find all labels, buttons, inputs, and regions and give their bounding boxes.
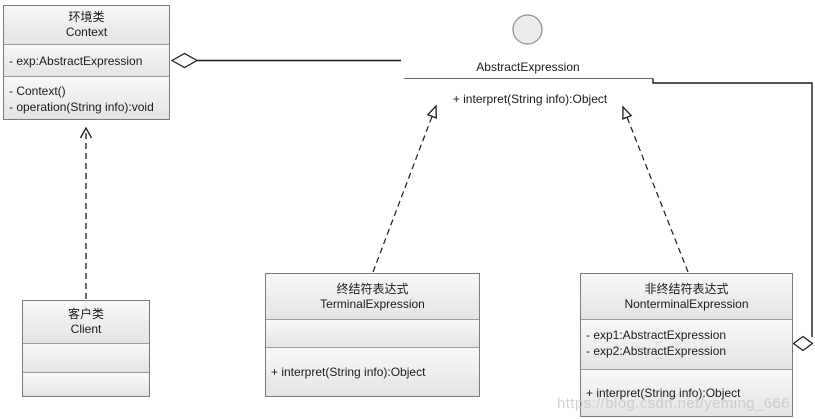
interface-method: + interpret(String info):Object — [452, 92, 608, 106]
class-title-context: 环境类 Context — [4, 6, 169, 44]
aggregation-line-nonterminal — [652, 78, 813, 337]
class-title-nonterminal: 非终结符表达式 NonterminalExpression — [581, 274, 792, 319]
class-name-cn: 终结符表达式 — [336, 282, 409, 296]
class-name-en: Context — [65, 25, 108, 39]
realization-arrow-terminal — [372, 106, 436, 273]
attribute: - exp:AbstractExpression — [9, 53, 143, 68]
realization-arrow-nonterminal — [623, 107, 689, 273]
uml-class-nonterminal-expression: 非终结符表达式 NonterminalExpression - exp1:Abs… — [580, 273, 793, 417]
class-name-en: NonterminalExpression — [624, 297, 749, 311]
interface-name: AbstractExpression — [476, 60, 580, 74]
attribute: - exp2:AbstractExpression — [586, 344, 727, 358]
class-name-en: Client — [70, 322, 102, 336]
class-title-terminal: 终结符表达式 TerminalExpression — [266, 274, 479, 319]
class-name-en: TerminalExpression — [320, 297, 425, 311]
uml-class-context: 环境类 Context - exp:AbstractExpression - C… — [3, 5, 170, 120]
attribute: - exp1:AbstractExpression — [586, 328, 727, 342]
method: - Context() — [9, 84, 66, 98]
class-methods-client — [23, 372, 149, 396]
uml-class-terminal-expression: 终结符表达式 TerminalExpression + interpret(St… — [265, 273, 480, 397]
class-attributes-terminal — [266, 319, 479, 347]
uml-class-client: 客户类 Client — [22, 300, 150, 397]
class-name-cn: 客户类 — [67, 307, 104, 321]
method: + interpret(String info):Object — [271, 365, 426, 379]
method: - operation(String info):void — [9, 100, 154, 114]
interface-lollipop-icon — [512, 14, 543, 45]
class-name-cn: 环境类 — [68, 10, 105, 24]
class-attributes-nonterminal: - exp1:AbstractExpression - exp2:Abstrac… — [581, 319, 792, 369]
method: + interpret(String info):Object — [586, 386, 741, 400]
class-methods-context: - Context() - operation(String info):voi… — [4, 76, 169, 119]
class-attributes-context: - exp:AbstractExpression — [4, 44, 169, 76]
class-methods-nonterminal: + interpret(String info):Object — [581, 369, 792, 416]
class-title-client: 客户类 Client — [23, 301, 149, 343]
class-methods-terminal: + interpret(String info):Object — [266, 347, 479, 396]
aggregation-diamond-icon-context — [170, 52, 199, 69]
class-name-cn: 非终结符表达式 — [644, 282, 729, 296]
aggregation-diamond-icon-nonterminal — [792, 335, 814, 352]
class-attributes-client — [23, 343, 149, 372]
